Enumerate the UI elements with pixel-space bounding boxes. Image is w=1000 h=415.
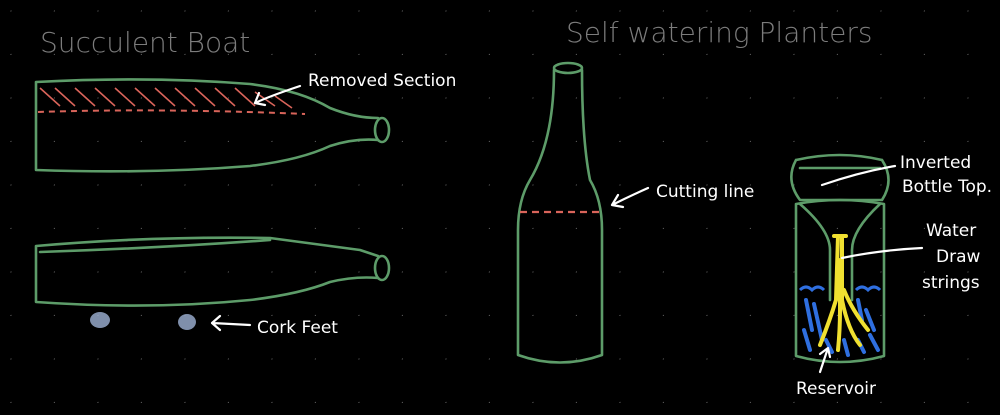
arrow-cutting-line [610,186,650,209]
draw-strings [818,234,870,352]
cork-foot [90,312,110,328]
arrow-removed-section [253,84,302,105]
label-reservoir: Reservoir [796,379,876,399]
label-cutting-line: Cutting line [656,182,754,202]
bottle-with-removed-section [34,78,391,173]
title-self-watering: Self watering Planters [566,16,872,49]
arrow-water-strings [840,246,924,260]
label-inverted-2: Bottle Top. [902,177,992,197]
arrow-inverted-top [820,164,897,187]
cork-foot [178,314,196,330]
label-water-1: Water [926,221,976,241]
label-removed-section: Removed Section [308,71,456,91]
self-watering-planter [790,153,890,364]
tall-bottle [516,61,604,364]
label-inverted-1: Inverted [900,153,971,173]
bottle-with-cork-feet [34,236,391,330]
label-water-2: Draw [936,247,980,267]
label-water-3: strings [922,273,980,293]
arrow-reservoir [818,346,832,374]
title-succulent-boat: Succulent Boat [40,26,250,59]
label-cork-feet: Cork Feet [257,318,338,338]
arrow-cork-feet [210,314,252,332]
